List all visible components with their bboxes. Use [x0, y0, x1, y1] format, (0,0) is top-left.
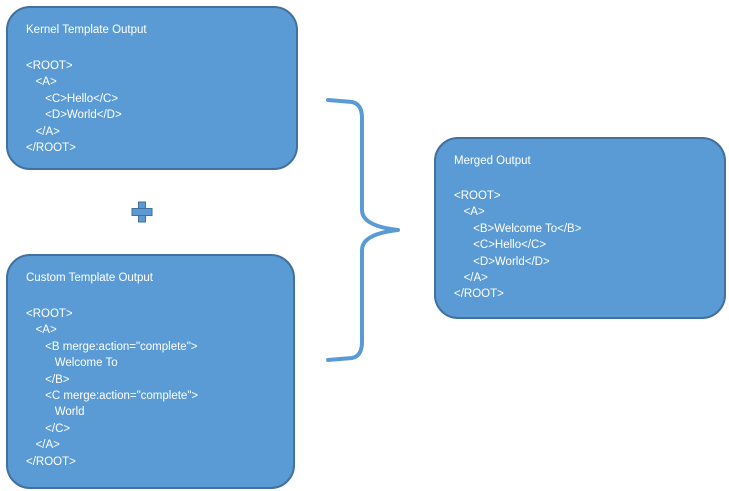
- code-line: <D>World</D>: [454, 255, 550, 268]
- code-line: </A>: [26, 439, 60, 452]
- custom-template-output-box: Custom Template Output <ROOT> <A> <B mer…: [6, 254, 295, 489]
- custom-template-output-title: Custom Template Output: [26, 272, 153, 284]
- code-line: <ROOT>: [454, 190, 501, 202]
- code-line: </B>: [26, 373, 70, 386]
- code-line: Welcome To: [26, 357, 118, 370]
- code-line: </A>: [26, 125, 60, 138]
- right-curly-brace-icon: [326, 98, 400, 362]
- code-line: <ROOT>: [26, 60, 73, 72]
- custom-template-output-code: <ROOT> <A> <B merge:action="complete"> W…: [26, 306, 198, 470]
- code-line: <C>Hello</C>: [26, 92, 119, 105]
- merged-output-title: Merged Output: [454, 155, 531, 167]
- kernel-template-output-box: Kernel Template Output <ROOT> <A> <C>Hel…: [6, 6, 298, 170]
- merged-output-code: <ROOT> <A> <B>Welcome To</B> <C>Hello</C…: [454, 188, 581, 303]
- code-line: <A>: [26, 324, 57, 337]
- code-line: </ROOT>: [26, 455, 76, 468]
- code-line: </ROOT>: [26, 141, 76, 154]
- kernel-template-output-title: Kernel Template Output: [26, 24, 147, 36]
- code-line: <A>: [454, 206, 485, 219]
- plus-icon: [131, 201, 153, 223]
- kernel-template-output-code: <ROOT> <A> <C>Hello</C> <D>World</D> </A…: [26, 58, 122, 156]
- code-line: <C merge:action="complete">: [26, 389, 199, 402]
- code-line: <D>World</D>: [26, 109, 122, 122]
- code-line: <B merge:action="complete">: [26, 340, 198, 353]
- code-line: World: [26, 406, 85, 419]
- code-line: </A>: [454, 271, 488, 284]
- merged-output-box: Merged Output <ROOT> <A> <B>Welcome To</…: [434, 137, 726, 319]
- code-line: </C>: [26, 422, 71, 435]
- code-line: <ROOT>: [26, 308, 73, 320]
- code-line: <C>Hello</C>: [454, 239, 547, 252]
- code-line: <A>: [26, 76, 57, 89]
- code-line: </ROOT>: [454, 288, 504, 301]
- code-line: <B>Welcome To</B>: [454, 222, 582, 235]
